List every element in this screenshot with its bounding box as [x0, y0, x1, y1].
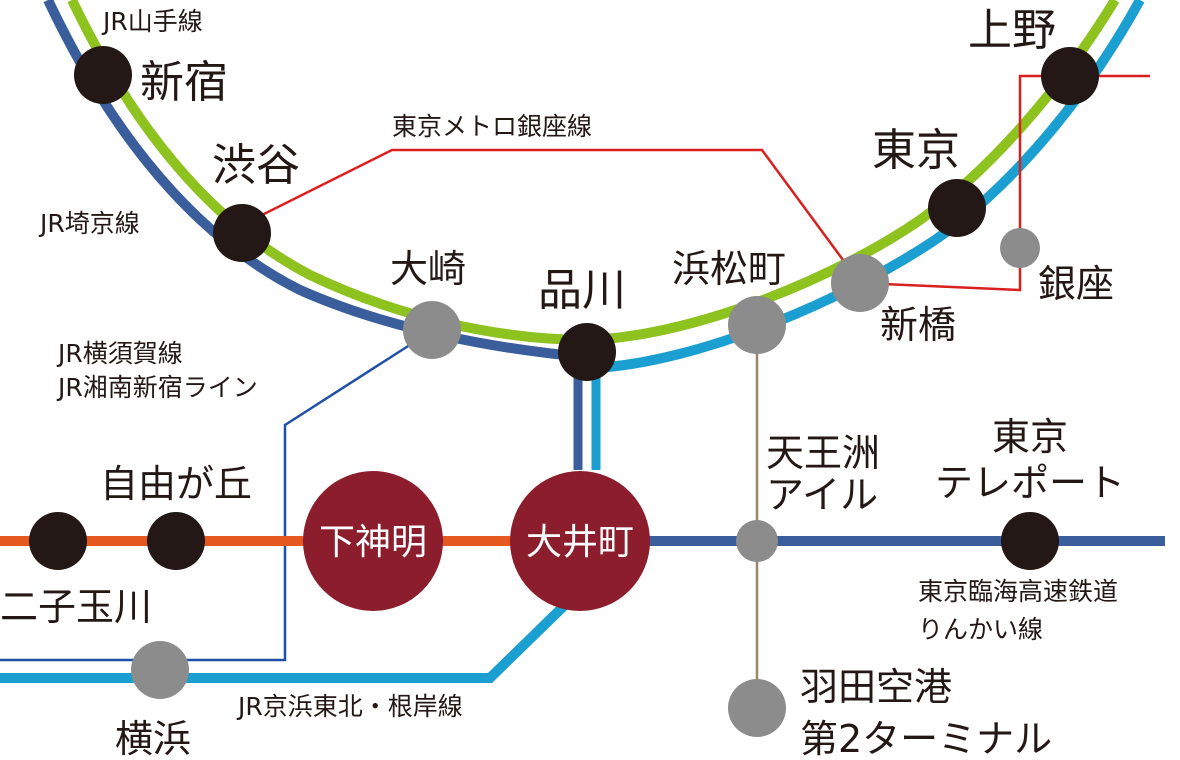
label-tokyo: 東京: [872, 125, 960, 176]
label-rinkai-2: りんかい線: [918, 615, 1043, 644]
label-keihin: JR京浜東北・根岸線: [236, 692, 463, 721]
label-ginza-station: 銀座: [1038, 262, 1114, 306]
label-tennozu-1: 天王洲: [766, 431, 880, 475]
station-ueno[interactable]: [1041, 47, 1099, 105]
station-teleport[interactable]: [1001, 512, 1059, 570]
label-teleport-1: 東京: [992, 415, 1068, 459]
station-yokohama[interactable]: [131, 641, 189, 699]
label-jiyugaoka: 自由が丘: [100, 462, 252, 506]
label-haneda-2: 第2ターミナル: [800, 717, 1052, 760]
label-shinjuku: 新宿: [140, 57, 228, 108]
station-jiyugaoka[interactable]: [147, 512, 205, 570]
station-shimbashi[interactable]: [831, 254, 889, 312]
label-teleport-2: テレポート: [935, 461, 1125, 505]
label-yamanote: JR山手線: [101, 7, 203, 36]
station-tokyo[interactable]: [928, 179, 986, 237]
label-shibuya: 渋谷: [212, 140, 300, 191]
label-rinkai-1: 東京臨海高速鉄道: [918, 577, 1118, 606]
station-tennozu[interactable]: [736, 520, 778, 562]
station-ginza[interactable]: [1000, 228, 1040, 268]
label-yokosuka-1: JR横須賀線: [56, 339, 183, 368]
station-futakotamagawa[interactable]: [29, 512, 87, 570]
label-tennozu-2: アイル: [766, 473, 878, 517]
station-shinjuku[interactable]: [74, 46, 132, 104]
station-shimoshinmei[interactable]: [303, 471, 443, 611]
label-shimbashi: 新橋: [880, 303, 956, 347]
label-haneda-1: 羽田空港: [800, 665, 952, 709]
station-shibuya[interactable]: [213, 204, 271, 262]
label-ueno: 上野: [968, 5, 1056, 56]
label-saikyo: JR埼京線: [38, 209, 140, 238]
station-shinagawa[interactable]: [558, 323, 616, 381]
label-shinagawa: 品川: [538, 265, 626, 316]
label-yokosuka-2: JR湘南新宿ライン: [56, 373, 258, 402]
label-shimoshinmei: 下神明: [319, 522, 427, 563]
label-osaki: 大崎: [390, 247, 466, 291]
station-hamamatsucho[interactable]: [728, 296, 786, 354]
label-ginza-line: 東京メトロ銀座線: [392, 112, 592, 141]
label-futakotamagawa: 二子玉川: [0, 585, 152, 629]
saikyo-line: [43, 0, 596, 363]
station-haneda[interactable]: [728, 679, 786, 737]
label-yokohama: 横浜: [115, 717, 191, 760]
label-hamamatsucho: 浜松町: [672, 247, 786, 291]
station-osaki[interactable]: [403, 301, 461, 359]
label-oimachi: 大井町: [526, 522, 634, 563]
station-oimachi[interactable]: [510, 471, 650, 611]
